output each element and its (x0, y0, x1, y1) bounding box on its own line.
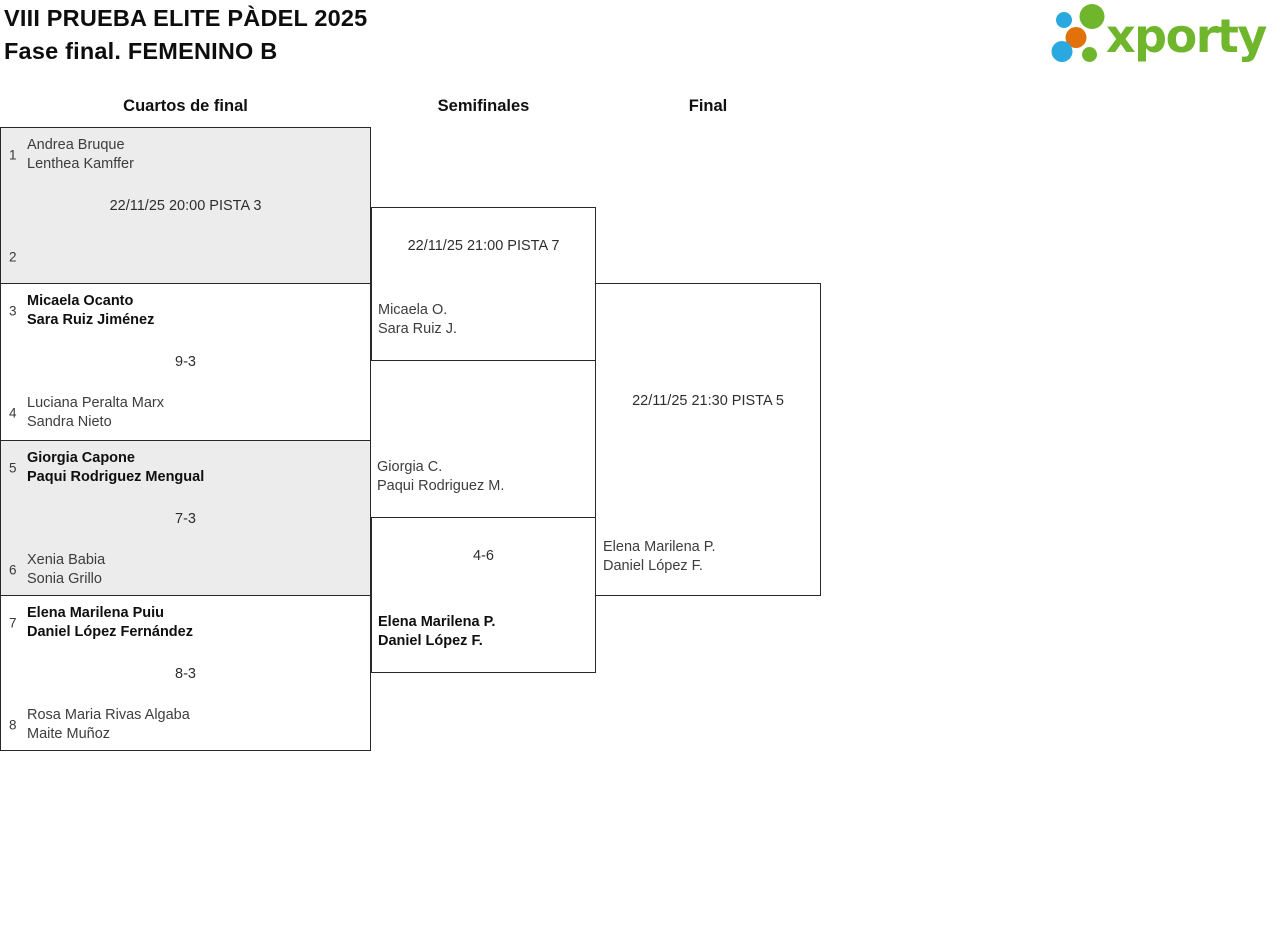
seed-number: 2 (9, 249, 17, 265)
qf2-team-bottom: 4 Luciana Peralta Marx Sandra Nieto (1, 394, 370, 432)
team-name-line: Daniel López F. (603, 557, 703, 574)
qf-match-2: 3 Micaela Ocanto Sara Ruiz Jiménez 9-3 4… (0, 283, 371, 441)
team-name-line: Giorgia Capone (27, 450, 135, 466)
team-name-line: Sara Ruiz J. (378, 320, 457, 337)
match-schedule: 22/11/25 21:00 PISTA 7 (407, 238, 560, 254)
match-schedule: 22/11/25 21:30 PISTA 5 (632, 393, 784, 409)
match-score: 7-3 (175, 511, 196, 527)
team-names: Andrea Bruque Lenthea Kamffer (27, 136, 370, 173)
team-name-line: Paqui Rodriguez Mengual (27, 468, 205, 485)
qf1-team-top: 1 Andrea Bruque Lenthea Kamffer (1, 136, 370, 174)
sf2-team-top: Giorgia C. Paqui Rodriguez M. (377, 458, 504, 495)
team-name-line: Elena Marilena P. (603, 539, 716, 555)
round-header-quarterfinals: Cuartos de final (123, 97, 248, 115)
xporty-logo-dots-icon (1051, 4, 1105, 62)
sf-match-1: 22/11/25 21:00 PISTA 7 Micaela O. Sara R… (371, 207, 596, 361)
tournament-title: VIII PRUEBA ELITE PÀDEL 2025 (4, 5, 368, 31)
team-name-line: Micaela Ocanto (27, 293, 134, 309)
team-name-line: Paqui Rodriguez M. (377, 477, 505, 494)
team-names: Luciana Peralta Marx Sandra Nieto (27, 394, 370, 431)
sf2-team-bottom: Elena Marilena P. Daniel López F. (378, 613, 495, 650)
qf-match-4: 7 Elena Marilena Puiu Daniel López Ferná… (0, 595, 371, 751)
qf4-team-top: 7 Elena Marilena Puiu Daniel López Ferná… (1, 604, 370, 642)
final-team-bottom: Elena Marilena P. Daniel López F. (603, 538, 716, 575)
seed-number: 8 (9, 717, 17, 733)
seed-number: 1 (9, 147, 17, 163)
team-names: Rosa Maria Rivas Algaba Maite Muñoz (27, 706, 370, 743)
xporty-logo-text: xporty (1106, 9, 1267, 63)
final-match: 22/11/25 21:30 PISTA 5 Elena Marilena P.… (595, 283, 821, 596)
team-names: Xenia Babia Sonia Grillo (27, 551, 370, 588)
match-score: 9-3 (175, 354, 196, 370)
team-name-line: Andrea Bruque (27, 137, 125, 153)
team-name-line: Luciana Peralta Marx (27, 395, 165, 411)
team-names: Micaela Ocanto Sara Ruiz Jiménez (27, 292, 370, 329)
match-schedule: 22/11/25 20:00 PISTA 3 (109, 198, 262, 214)
round-header-final: Final (688, 97, 728, 115)
sf1-team-bottom: Micaela O. Sara Ruiz J. (378, 301, 457, 338)
team-name-line: Elena Marilena P. (378, 614, 496, 630)
sf-match-2: 4-6 Elena Marilena P. Daniel López F. (371, 517, 596, 673)
qf3-team-top: 5 Giorgia Capone Paqui Rodriguez Mengual (1, 449, 370, 487)
team-name-line: Daniel López F. (378, 632, 483, 649)
qf-match-3: 5 Giorgia Capone Paqui Rodriguez Mengual… (0, 440, 371, 596)
team-names: Elena Marilena Puiu Daniel López Fernánd… (27, 604, 370, 641)
match-score: 4-6 (473, 548, 494, 564)
team-names: Giorgia Capone Paqui Rodriguez Mengual (27, 449, 370, 486)
seed-number: 7 (9, 615, 17, 631)
team-name-line: Giorgia C. (377, 459, 443, 475)
xporty-logo[interactable]: xporty (1048, 2, 1276, 74)
phase-subtitle: Fase final. FEMENINO B (4, 38, 278, 64)
team-name-line: Rosa Maria Rivas Algaba (27, 707, 190, 723)
team-name-line: Daniel López Fernández (27, 623, 193, 640)
match-score: 8-3 (175, 666, 196, 682)
seed-number: 5 (9, 460, 17, 476)
qf-match-1: 1 Andrea Bruque Lenthea Kamffer 22/11/25… (0, 127, 371, 284)
team-name-line: Maite Muñoz (27, 725, 111, 742)
team-name-line: Lenthea Kamffer (27, 155, 134, 172)
team-name-line: Xenia Babia (27, 552, 106, 568)
qf2-team-top: 3 Micaela Ocanto Sara Ruiz Jiménez (1, 292, 370, 330)
qf1-team-bottom: 2 (1, 238, 370, 276)
qf3-team-bottom: 6 Xenia Babia Sonia Grillo (1, 551, 370, 589)
team-name-line: Sonia Grillo (27, 570, 102, 587)
qf4-team-bottom: 8 Rosa Maria Rivas Algaba Maite Muñoz (1, 706, 370, 744)
seed-number: 4 (9, 405, 17, 421)
seed-number: 6 (9, 562, 17, 578)
seed-number: 3 (9, 303, 17, 319)
team-name-line: Elena Marilena Puiu (27, 605, 164, 621)
round-header-semifinals: Semifinales (437, 97, 530, 115)
team-name-line: Sandra Nieto (27, 413, 112, 430)
team-name-line: Micaela O. (378, 302, 448, 318)
team-name-line: Sara Ruiz Jiménez (27, 311, 155, 328)
